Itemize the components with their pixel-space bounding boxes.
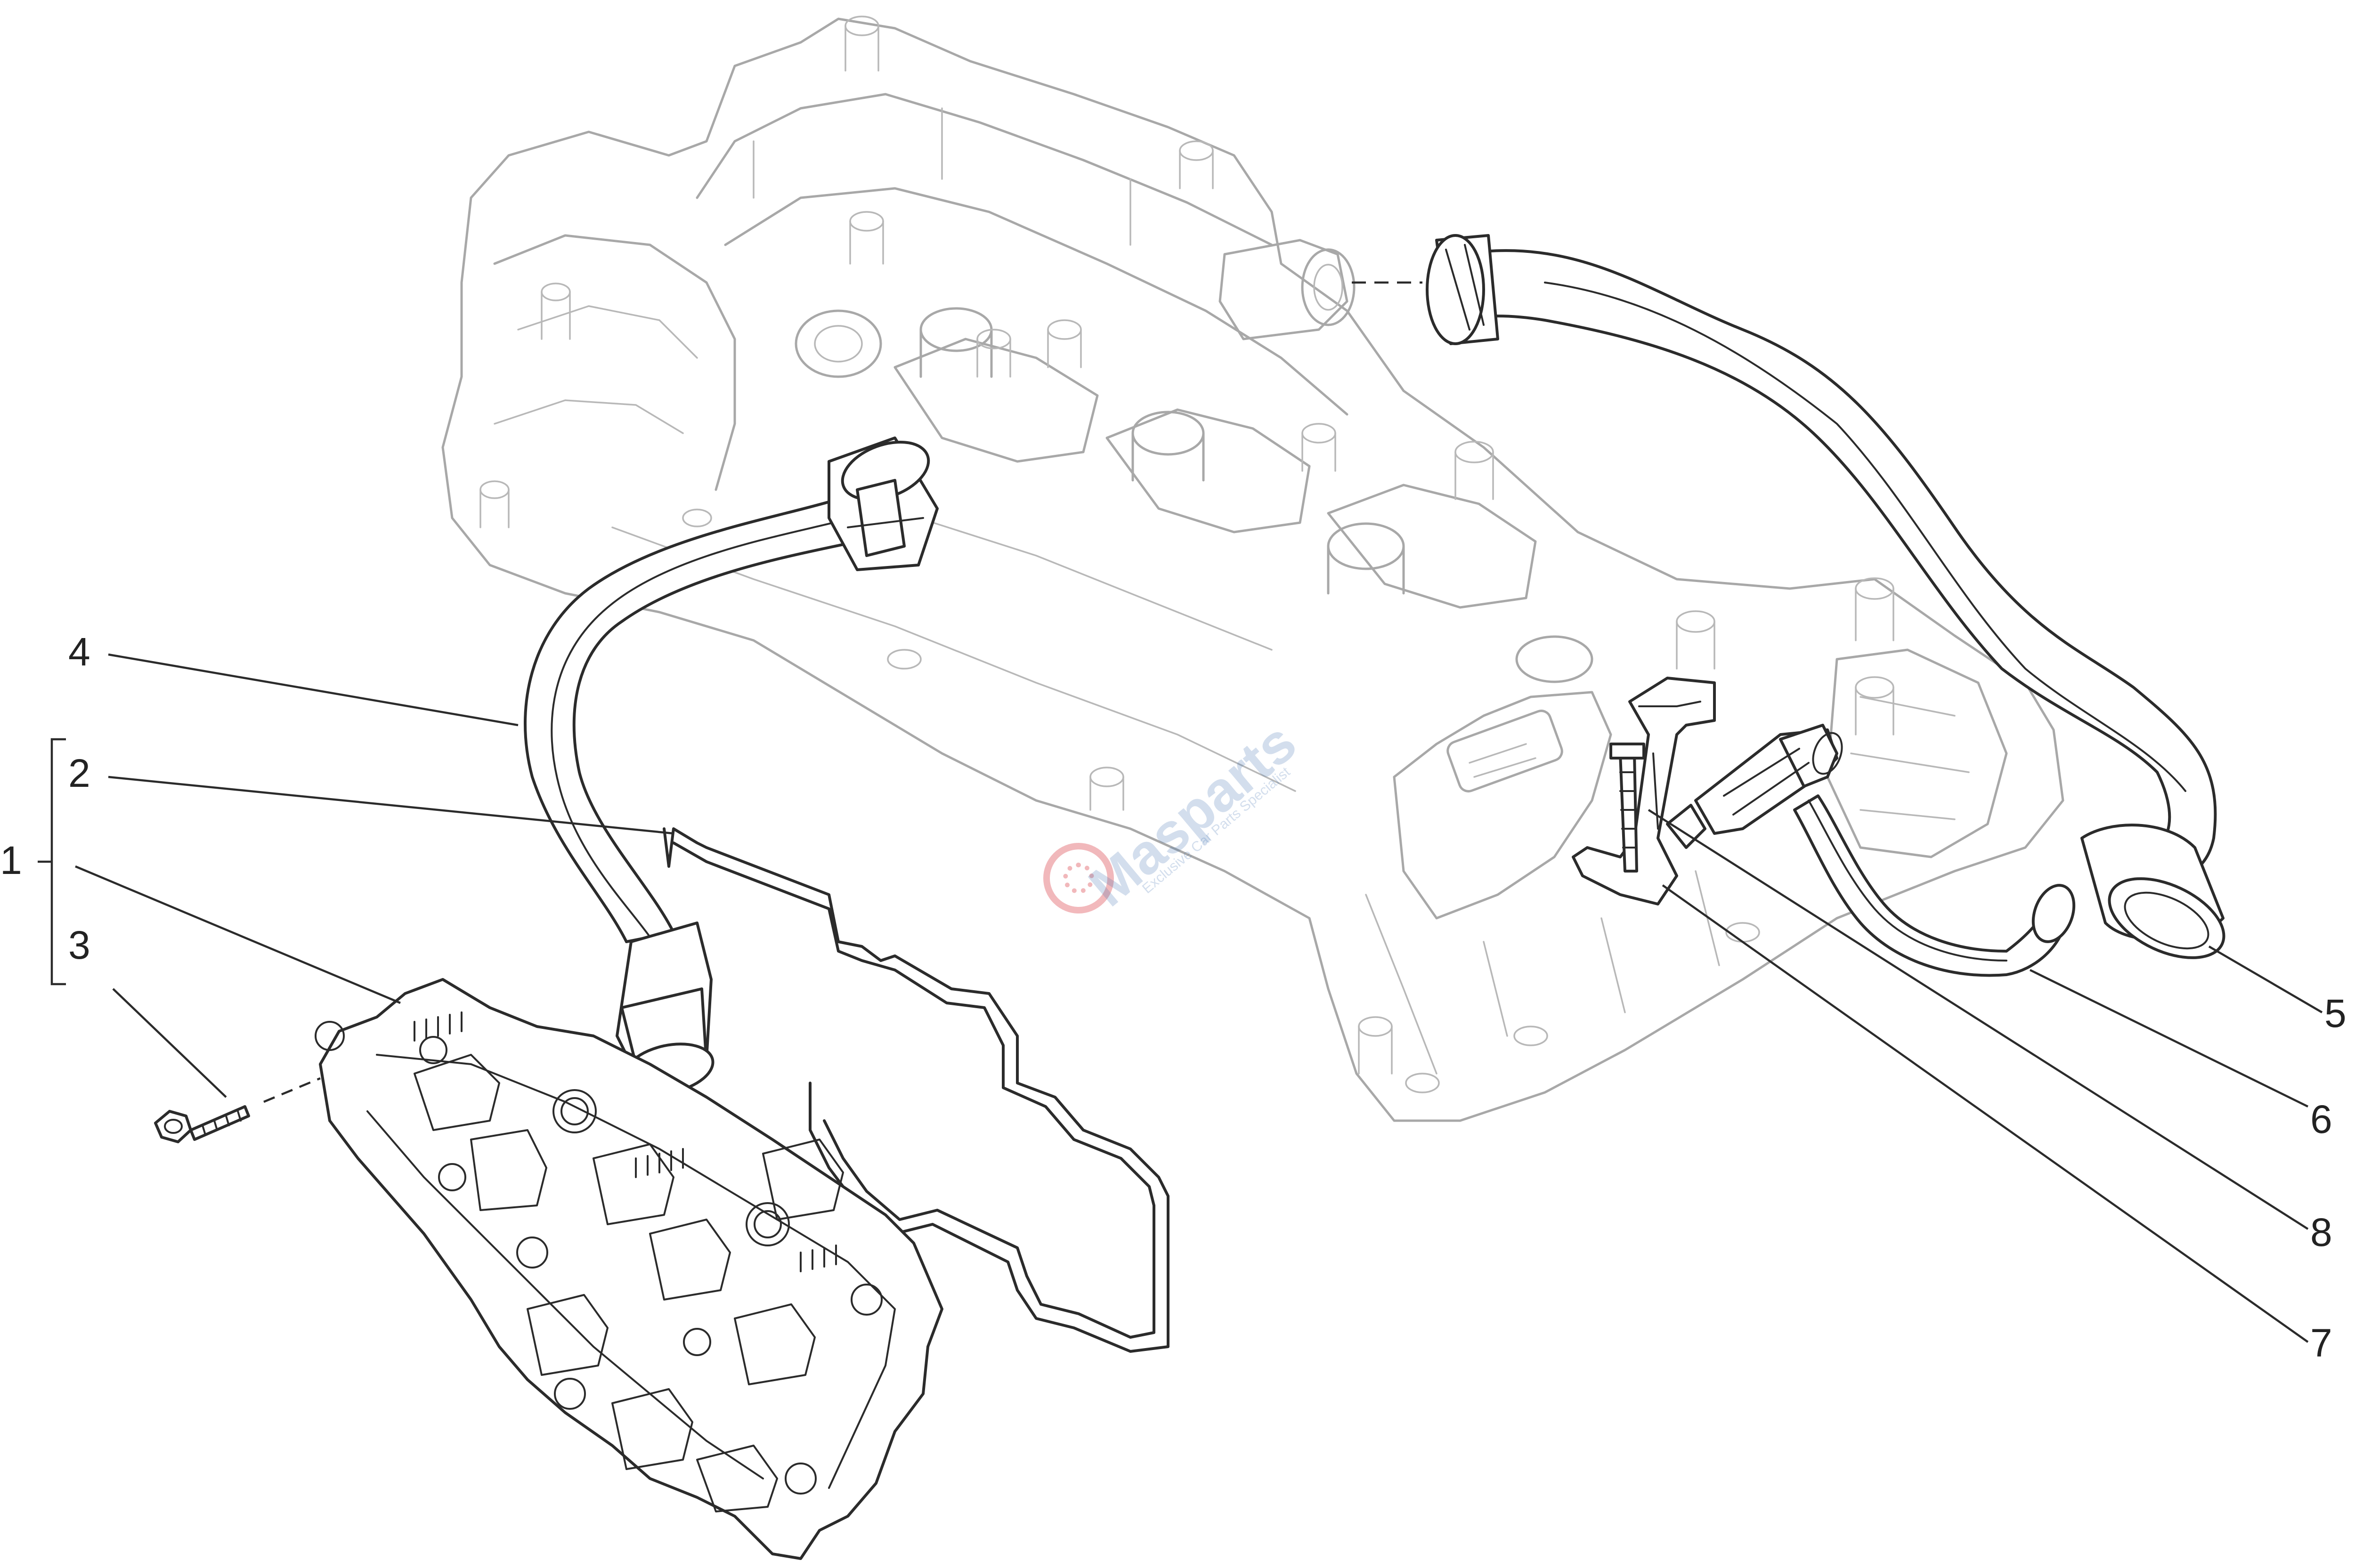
part-1-cover-assembly	[315, 978, 943, 1560]
leader-lines	[38, 653, 2323, 1343]
callout-3: 3	[68, 923, 90, 967]
engine-cylinder-head	[441, 16, 2064, 1122]
callout-2: 2	[68, 751, 90, 795]
callout-4: 4	[68, 630, 90, 674]
part-5-breather-hose	[1352, 234, 2225, 959]
part-6-breather-pipe	[1793, 794, 2076, 977]
part-4-breather-hose	[524, 436, 939, 1095]
part-3-bolt	[154, 1077, 321, 1143]
part-2-cover-gasket	[663, 827, 1169, 1353]
callout-7: 7	[2310, 1321, 2332, 1365]
callout-6: 6	[2310, 1097, 2332, 1141]
callout-8: 8	[2310, 1210, 2332, 1254]
watermark-logo-inner	[1063, 863, 1094, 894]
callout-5: 5	[2324, 991, 2347, 1035]
callout-1: 1	[0, 838, 22, 882]
part-7-bracket	[1572, 677, 1716, 905]
part-8-valve-sensor	[1666, 724, 1843, 849]
